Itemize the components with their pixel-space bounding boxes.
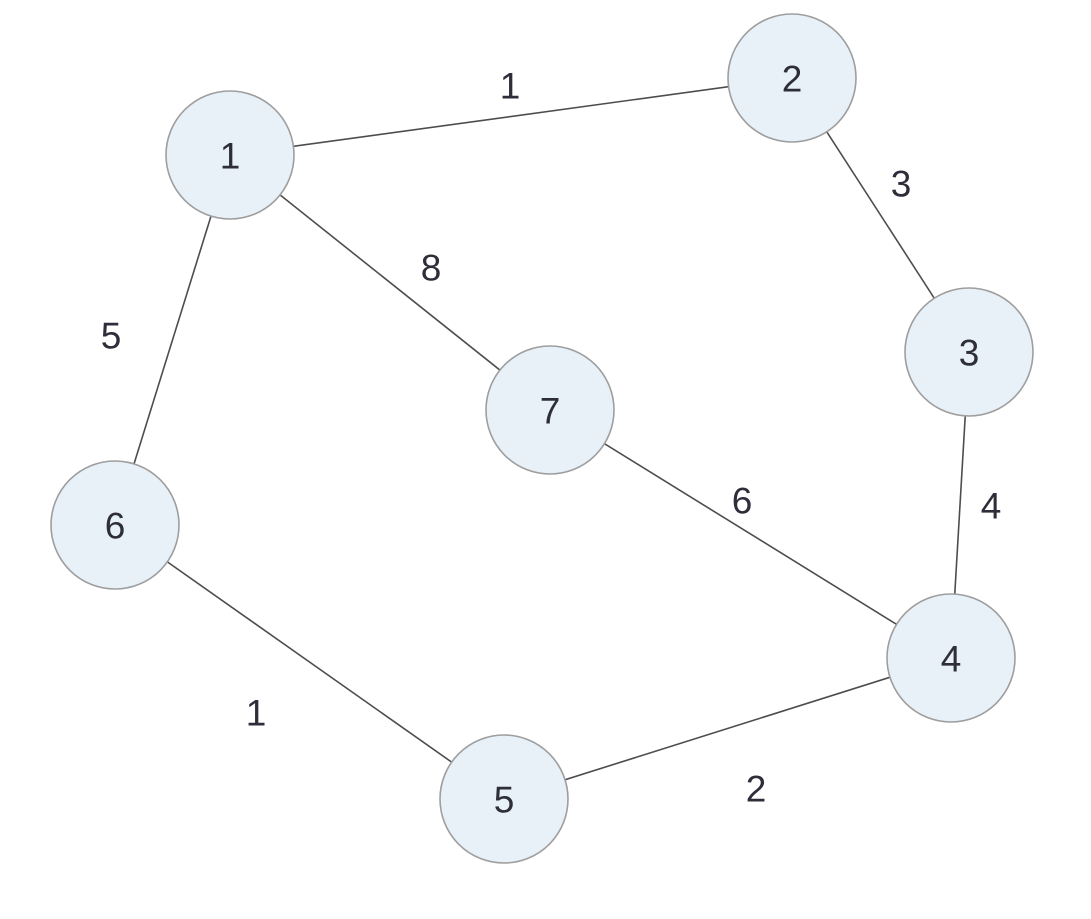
edge-1-2 — [229, 77, 793, 156]
edge-7-4 — [549, 409, 952, 659]
edge-weight-label-1-2: 1 — [500, 65, 521, 106]
node-label-7: 7 — [540, 390, 561, 431]
node-3: 3 — [904, 287, 1034, 417]
edge-weight-label-1-6: 5 — [101, 315, 122, 356]
edge-weight-label-1-7: 8 — [421, 247, 442, 288]
node-label-5: 5 — [494, 779, 515, 820]
node-circle-7 — [485, 345, 615, 475]
node-circle-1 — [165, 90, 295, 220]
edge-weight-label-5-4: 2 — [746, 768, 767, 809]
node-6: 6 — [50, 460, 180, 590]
node-label-4: 4 — [941, 638, 962, 679]
node-circle-2 — [727, 13, 857, 143]
edge-1-7 — [229, 154, 551, 411]
node-circle-3 — [904, 287, 1034, 417]
edge-weight-label-2-3: 3 — [891, 163, 912, 204]
node-circle-5 — [439, 734, 569, 864]
node-4: 4 — [886, 593, 1016, 723]
edge-weight-label-3-4: 4 — [981, 485, 1002, 526]
node-label-1: 1 — [220, 135, 241, 176]
node-1: 1 — [165, 90, 295, 220]
node-label-6: 6 — [105, 505, 126, 546]
edge-weight-label-7-4: 6 — [732, 480, 753, 521]
edge-6-5 — [114, 524, 505, 800]
node-circle-4 — [886, 593, 1016, 723]
node-label-2: 2 — [782, 58, 803, 99]
node-label-3: 3 — [959, 332, 980, 373]
node-circle-6 — [50, 460, 180, 590]
node-5: 5 — [439, 734, 569, 864]
node-2: 2 — [727, 13, 857, 143]
edge-weight-label-6-5: 1 — [246, 692, 267, 733]
node-7: 7 — [485, 345, 615, 475]
edge-5-4 — [503, 657, 952, 800]
